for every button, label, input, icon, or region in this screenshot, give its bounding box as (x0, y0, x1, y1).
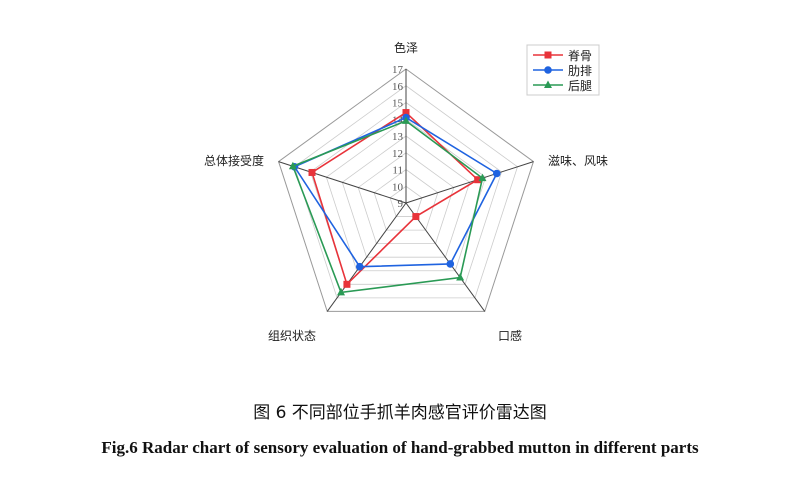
legend-label: 后腿 (568, 79, 592, 93)
axis-label-3: 组织状态 (268, 329, 316, 343)
data-point (446, 260, 455, 268)
legend-marker (544, 80, 552, 88)
data-point (402, 116, 410, 124)
data-point (343, 280, 351, 288)
tick-label: 10 (392, 181, 404, 193)
data-point (288, 161, 297, 170)
tick-label: 14 (392, 114, 404, 126)
series-2 (288, 116, 487, 296)
series-line (291, 120, 484, 294)
grid-ring (373, 169, 439, 231)
axis-label-4: 总体接受度 (204, 153, 264, 168)
axis-line (405, 161, 534, 204)
data-point (355, 262, 364, 271)
axis-label-0: 色泽 (394, 41, 418, 55)
data-point (456, 273, 465, 281)
tick-label: 16 (392, 81, 404, 93)
data-point (474, 176, 482, 184)
series-line (311, 111, 480, 286)
grid-ring (357, 152, 455, 245)
legend-marker (544, 51, 552, 59)
axis-line (405, 202, 486, 312)
grid-ring (389, 185, 423, 217)
tick-label: 15 (392, 98, 404, 110)
grid-ring (341, 135, 471, 258)
axis-label-2: 口感 (498, 328, 522, 343)
data-point (308, 168, 316, 176)
series-0 (308, 109, 482, 288)
tick-label: 13 (392, 131, 404, 143)
grid-ring (294, 85, 518, 299)
data-point (493, 169, 501, 178)
caption-english: Fig.6 Radar chart of sensory evaluation … (101, 438, 699, 457)
data-point (337, 287, 346, 296)
legend-marker (544, 66, 552, 74)
legend-label: 脊骨 (568, 49, 592, 63)
caption-chinese: 图 6 不同部位手抓羊肉感官评价雷达图 (253, 403, 547, 423)
data-point (412, 213, 420, 221)
axis-label-1: 滋味、风味 (548, 154, 608, 168)
data-point (402, 109, 410, 117)
tick-label: 11 (392, 165, 403, 177)
axis-line (278, 161, 407, 204)
tick-label: 9 (398, 198, 404, 210)
legend-label: 肋排 (568, 63, 592, 78)
tick-label: 12 (392, 148, 403, 160)
data-point (478, 173, 487, 182)
grid-ring (325, 118, 487, 272)
tick-label: 17 (392, 64, 404, 76)
grid-ring (277, 68, 535, 312)
